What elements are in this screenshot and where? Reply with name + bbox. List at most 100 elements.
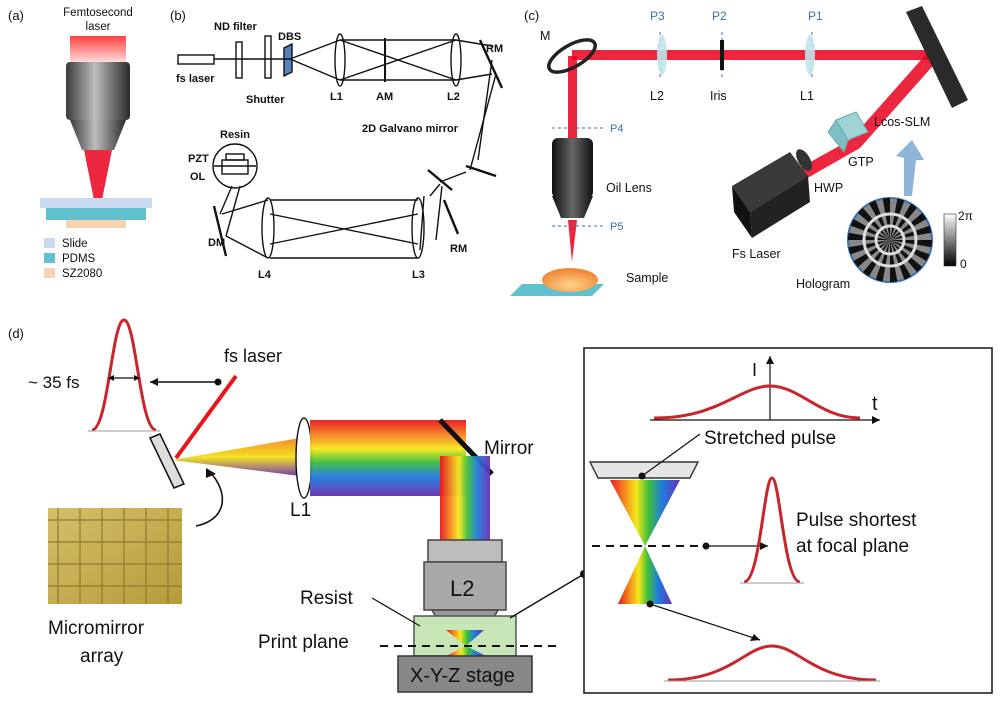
label-lcos: Lcos-SLM (874, 115, 930, 129)
hologram-sector (890, 213, 927, 240)
hologram-sector (882, 198, 890, 240)
panel-b-tag: (b) (170, 8, 186, 23)
slide-layer (40, 198, 152, 208)
laser-label-line2: laser (86, 21, 111, 33)
dbs-element (283, 42, 293, 78)
fs-laser-body (750, 176, 810, 238)
label-pzt: PZT (188, 153, 209, 165)
panel-d: (d) ~ 35 fs fs laser L1 Mirror Micromirr… (8, 318, 993, 694)
focused-beam (84, 150, 112, 220)
label-hologram: Hologram (796, 277, 850, 291)
rainbow-beam-horizontal (310, 420, 466, 496)
legend-slide: Slide (62, 238, 88, 250)
dmd-element (148, 433, 186, 489)
objective-l2-top (427, 539, 503, 563)
mirror-m (547, 38, 597, 74)
label-am: AM (376, 91, 393, 103)
ol-objective (221, 159, 249, 175)
pdms-layer (46, 208, 146, 220)
label-p1: P1 (808, 9, 823, 23)
xyz-stage (397, 655, 533, 693)
beam-focus (568, 220, 577, 262)
label-stage: X-Y-Z stage (410, 665, 515, 687)
label-m: M (540, 29, 550, 43)
beam-horizontal (572, 50, 928, 60)
label-l1-b: L1 (330, 91, 343, 103)
short-pulse-curve (743, 476, 801, 584)
relay-mirror-bottom (442, 199, 460, 235)
dispersed-fan (172, 438, 300, 476)
label-dm: DM (208, 237, 225, 249)
label-l1-d: L1 (290, 500, 311, 521)
hologram-sector (848, 240, 890, 255)
panel-c-tag: (c) (524, 8, 539, 23)
beam-down (568, 56, 577, 138)
label-l4-b: L4 (258, 269, 272, 281)
stretched-pulse-curve (653, 384, 861, 420)
hologram-sector (890, 198, 905, 240)
label-p5: P5 (610, 221, 623, 233)
hologram-arrow (896, 140, 924, 196)
label-print-plane: Print plane (258, 632, 349, 653)
legend-sz2080: SZ2080 (62, 268, 102, 280)
label-dbs: DBS (278, 31, 301, 43)
sample-stage-ring (212, 143, 258, 189)
label-rm-top: RM (486, 43, 503, 55)
label-shutter: Shutter (246, 94, 285, 106)
hologram-sector (850, 219, 890, 240)
label-axis-t: t (872, 393, 878, 415)
label-gtp: GTP (848, 155, 874, 169)
label-l2-b: L2 (447, 91, 460, 103)
shutter (264, 35, 272, 79)
hwp (796, 149, 812, 171)
hologram-sector (890, 225, 932, 240)
objective-body (66, 62, 130, 120)
objective-tip (70, 120, 126, 150)
label-l3-b: L3 (412, 269, 425, 281)
fs-laser-beam-d (174, 374, 238, 460)
iris (720, 40, 724, 70)
label-pulse-width: ~ 35 fs (28, 373, 80, 392)
panel-d-tag: (d) (8, 326, 24, 341)
panel-c: (c) M P3 P2 P1 L2 Iris L1 Lcos-SLM GTP H… (510, 6, 973, 296)
label-p3: P3 (650, 9, 665, 23)
lens-l1-d (295, 417, 313, 499)
label-l2-d: L2 (450, 576, 474, 601)
hologram-sector (848, 232, 890, 240)
hologram-sector (890, 203, 917, 240)
label-mirror: Mirror (484, 438, 534, 459)
hologram-sector (890, 240, 898, 282)
dichroic-mirror (212, 205, 228, 257)
laser-label-line1: Femtosecond (63, 7, 133, 19)
sz2080-layer (66, 220, 126, 228)
lens-l2-c (657, 35, 667, 75)
label-shortest-2: at focal plane (796, 536, 909, 557)
label-rm-bottom: RM (450, 243, 467, 255)
label-oil-lens: Oil Lens (606, 181, 652, 195)
lens-l4-b (261, 197, 275, 259)
label-resist: Resist (300, 588, 354, 609)
label-axis-i: I (752, 360, 757, 380)
hologram-pattern (848, 198, 932, 282)
hologram-ring (874, 224, 906, 256)
label-nd-filter: ND filter (214, 21, 258, 33)
hologram-sector (890, 240, 930, 261)
resin-holder (225, 153, 245, 161)
label-micromirror-2: array (80, 646, 124, 667)
label-p4: P4 (610, 123, 623, 135)
lens-l1-b (334, 33, 346, 87)
fs-laser-source (177, 54, 215, 65)
panel-b: (b) ND filter DBS fs laser Shutter L1 AM… (170, 8, 503, 281)
galvo-mirror-2 (427, 169, 453, 191)
panel-a: (a) Femtosecond laser Slide PDMS SZ2080 (8, 7, 152, 280)
hologram-sector (853, 240, 890, 267)
zoom-line (509, 573, 585, 619)
fs-laser-top (732, 152, 808, 212)
legend-pdms: PDMS (62, 253, 96, 265)
label-iris: Iris (710, 89, 727, 103)
bottom-pulse-curve (667, 644, 877, 682)
label-fs-laser-d: fs laser (224, 346, 282, 366)
sample-droplet (542, 268, 598, 292)
label-fs-laser-b: fs laser (176, 73, 215, 85)
